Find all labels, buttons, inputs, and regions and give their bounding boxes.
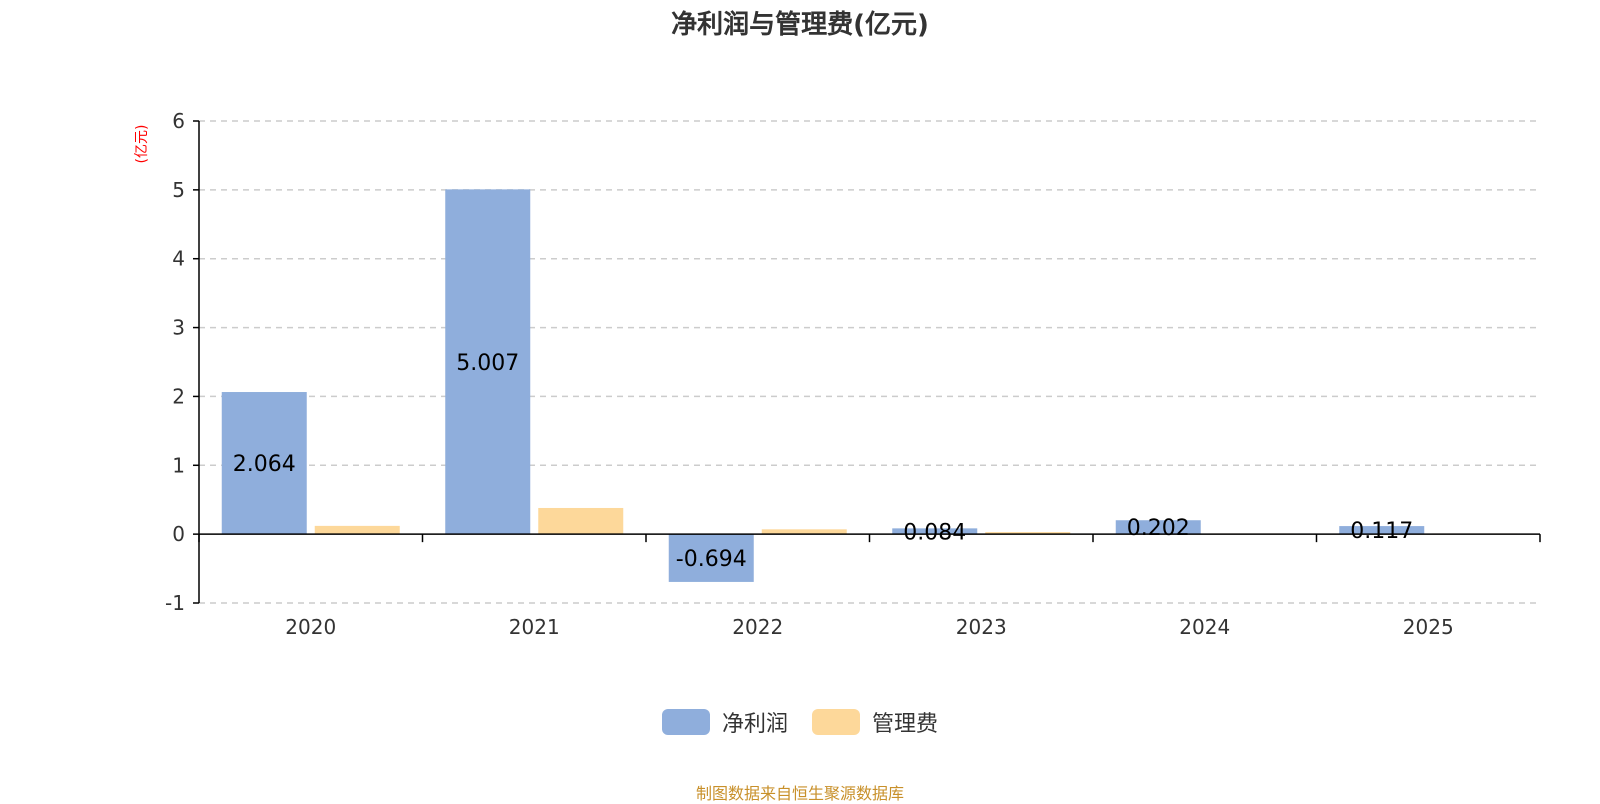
- bar-0-2022: [668, 534, 754, 582]
- legend-label-net-profit: 净利润: [721, 712, 788, 737]
- y-tick-label-4: 4: [172, 247, 185, 271]
- bar-0-2020: [221, 392, 307, 535]
- bar-1-2022: [761, 529, 847, 535]
- bar-1-2021: [538, 507, 624, 535]
- x-tick-label-2022: 2022: [732, 615, 783, 639]
- y-tick-label-2: 2: [172, 384, 185, 408]
- x-tick-label-2024: 2024: [1179, 615, 1230, 639]
- y-tick-label-5: 5: [172, 178, 185, 202]
- y-tick-label-6: 6: [172, 109, 185, 133]
- axes: -1 0 1 2 3 4 5 6 2020 2021 2022 2023 2024 2025: [165, 109, 1541, 639]
- legend: 净利润 管理费: [0, 706, 1600, 738]
- bar-1-2023: [985, 532, 1071, 535]
- y-axis-unit-label: (亿元): [134, 125, 150, 164]
- data-label-0-2020: 2.064: [233, 452, 296, 477]
- x-tick-label-2020: 2020: [285, 615, 336, 639]
- grid-lines: [199, 120, 1540, 604]
- bar-0-2024: [1115, 520, 1201, 535]
- bar-1-2020: [314, 525, 400, 535]
- data-label-0-2023: 0.084: [903, 520, 966, 545]
- legend-swatch-admin-expense: [812, 709, 860, 735]
- legend-item-admin-expense[interactable]: 管理费: [812, 706, 938, 738]
- y-tick-label-0: 0: [172, 522, 185, 546]
- y-tick-label--1: -1: [165, 591, 185, 615]
- bar-0-2021: [445, 189, 531, 535]
- data-label-0-2025: 0.117: [1350, 519, 1413, 544]
- x-tick-label-2025: 2025: [1403, 615, 1454, 639]
- legend-item-net-profit[interactable]: 净利润: [661, 706, 788, 738]
- y-tick-label-3: 3: [172, 316, 185, 340]
- legend-swatch-net-profit: [661, 709, 710, 735]
- bar-0-2023: [892, 528, 978, 535]
- x-tick-label-2023: 2023: [956, 615, 1007, 639]
- data-label-0-2021: 5.007: [456, 351, 519, 376]
- legend-label-admin-expense: 管理费: [872, 712, 939, 737]
- source-note: 制图数据来自恒生聚源数据库: [695, 784, 904, 803]
- x-tick-label-2021: 2021: [509, 615, 560, 639]
- y-tick-label-1: 1: [172, 453, 185, 477]
- data-labels: 2.064 5.007 -0.694 0.084 0.202 0.117: [233, 351, 1413, 572]
- data-label-0-2024: 0.202: [1127, 516, 1190, 541]
- chart-title: 净利润与管理费(亿元): [671, 10, 929, 40]
- bar-0-2025: [1339, 526, 1425, 535]
- data-label-0-2022: -0.694: [676, 547, 747, 572]
- bars: [221, 189, 1518, 582]
